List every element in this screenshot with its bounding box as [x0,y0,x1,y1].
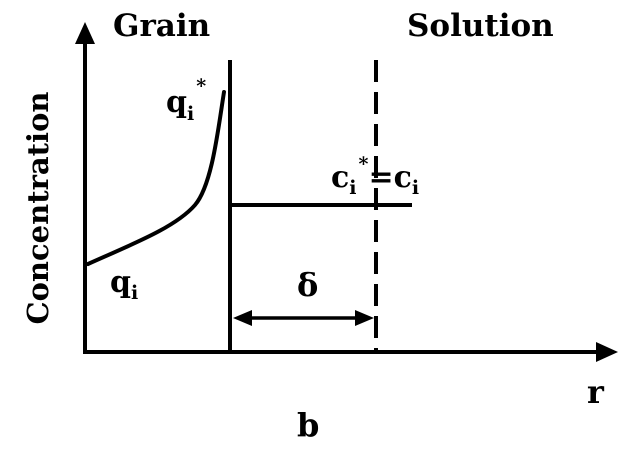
x-axis [83,342,618,362]
x-axis-arrow-icon [596,342,618,362]
solution-region-label: Solution [407,8,554,44]
grain-region-label: Grain [113,8,210,44]
y-axis-label: Concentration [21,91,55,324]
panel-label: b [297,406,319,444]
film-thickness-arrow [233,310,374,326]
grain-concentration-curve [86,90,226,266]
y-axis [75,22,95,352]
arrow-left-icon [233,310,252,326]
solution-concentration-label: ci*=ci [331,153,419,199]
grain-bulk-concentration-label: qi [110,265,138,304]
surface-concentration-label: qi* [166,75,206,125]
film-thickness-label: δ [297,266,318,304]
x-axis-label: r [587,373,605,411]
arrow-right-icon [355,310,374,326]
y-axis-arrow-icon [75,22,95,44]
